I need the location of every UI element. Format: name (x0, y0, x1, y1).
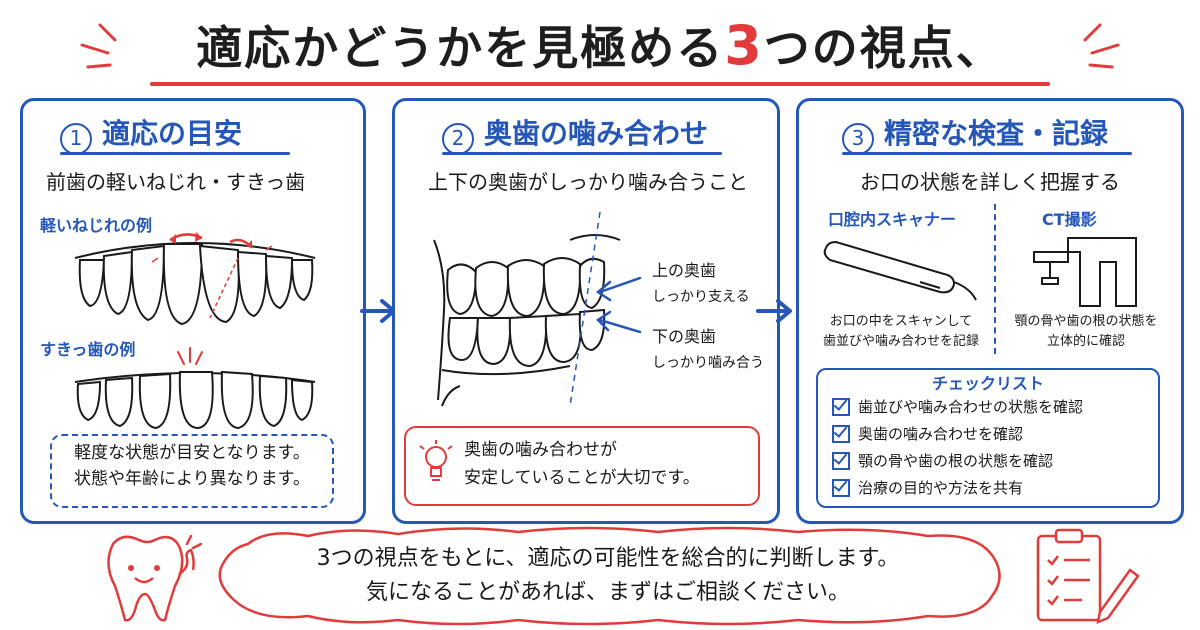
ct-desc-line2: 立体的に確認 (1046, 334, 1125, 349)
cloud-speech-bubble (218, 526, 1001, 626)
panel-2-tip (404, 426, 760, 506)
checkbox-checked-icon (832, 478, 850, 497)
footer-message: 3つの視点をもとに、適応の可能性を総合的に判断します。 気になることがあれば、ま… (208, 542, 1008, 610)
panel-1-note-line2: 状態や年齢により異なります。 (74, 469, 310, 489)
ct-desc: 顎の骨や歯の根の状態を 立体的に確認 (998, 312, 1174, 352)
checklist-item: 歯並びや噛み合わせの状態を確認 (832, 394, 1083, 421)
gap-teeth-illustration (74, 370, 316, 430)
panel-3-header: 3 精密な検査・記録 (842, 112, 1108, 155)
panel-2-number: 2 (442, 122, 474, 155)
title-main: 適応かどうかを見極める (196, 21, 725, 75)
checklist-box (816, 368, 1160, 508)
panel-3 (796, 98, 1184, 524)
upper-pointer-arrow-icon (595, 276, 642, 334)
lower-molar-label-line1: 下の奥歯 (652, 327, 717, 346)
ct-desc-line1: 顎の骨や歯の根の状態を (1014, 314, 1158, 329)
checkbox-checked-icon (832, 397, 850, 416)
panel-1-header: 1 適応の目安 (60, 112, 242, 155)
title-rest: つの視点、 (763, 21, 1004, 75)
checklist-item: 治療の目的や方法を共有 (832, 475, 1083, 502)
checklist: 歯並びや噛み合わせの状態を確認 奥歯の噛み合わせを確認 顎の骨や歯の根の状態を確… (832, 394, 1083, 502)
checklist-item-label: 顎の骨や歯の根の状態を確認 (858, 452, 1054, 470)
scanner-desc-line1: お口の中をスキャンして (829, 314, 973, 329)
panel-1-example1-label: 軽いねじれの例 (40, 216, 153, 235)
panel-1-title: 適応の目安 (102, 117, 243, 150)
panel-1-example2-label: すきっ歯の例 (40, 340, 136, 359)
panel-1-subtitle: 前歯の軽いねじれ・すきっ歯 (46, 170, 306, 194)
panel-2-title-underline (442, 152, 722, 155)
panel-1-number: 1 (60, 122, 92, 155)
twisted-teeth-illustration (74, 232, 316, 326)
upper-molar-label: 上の奥歯 しっかり支える (652, 258, 750, 310)
panel-2-tip-text: 奥歯の噛み合わせが 安定していることが大切です。 (464, 436, 700, 492)
lightbulb-icon (419, 440, 453, 481)
lower-molar-label-line2: しっかり噛み合う (652, 355, 764, 371)
panel-2-tip-line2: 安定していることが大切です。 (464, 468, 700, 488)
molars-side-view-illustration (433, 211, 621, 407)
checklist-title: チェックリスト (931, 374, 1044, 393)
title-accent: 3 (724, 14, 764, 77)
scanner-desc-line2: 歯並びや噛み合わせを記録 (822, 334, 979, 349)
panel-1-note: 軽度な状態が目安となります。 状態や年齢により異なります。 (50, 434, 334, 508)
upper-molar-label-line2: しっかり支える (652, 289, 750, 305)
arrow-right-icon-2 (756, 299, 792, 323)
panel-3-title-underline (842, 152, 1132, 155)
panel-1-note-line1: 軽度な状態が目安となります。 (74, 443, 310, 463)
checklist-item-label: 歯並びや噛み合わせの状態を確認 (858, 398, 1084, 416)
panel-3-divider (994, 204, 996, 354)
panel-2-header: 2 奥歯の噛み合わせ (442, 112, 708, 155)
ct-title: CT撮影 (1042, 210, 1097, 229)
checkbox-checked-icon (832, 451, 850, 470)
footer-line1: 3つの視点をもとに、適応の可能性を総合的に判断します。 (316, 546, 900, 571)
panel-2-tip-line1: 奥歯の噛み合わせが (464, 440, 617, 460)
checkbox-checked-icon (832, 424, 850, 443)
panel-2-subtitle: 上下の奥歯がしっかり噛み合うこと (428, 170, 748, 194)
panel-3-subtitle: お口の状態を詳しく把握する (860, 170, 1120, 194)
scanner-title: 口腔内スキャナー (828, 210, 957, 229)
upper-molar-label-line1: 上の奥歯 (652, 261, 717, 280)
tooth-mascot-icon (107, 534, 203, 622)
spacing-accent-icon (177, 347, 203, 365)
scanner-desc: お口の中をスキャンして 歯並びや噛み合わせを記録 (808, 312, 994, 352)
lower-molar-label: 下の奥歯 しっかり噛み合う (652, 324, 764, 376)
sparkle-left-icon (80, 23, 117, 69)
checklist-item-label: 奥歯の噛み合わせを確認 (858, 425, 1024, 443)
footer-line2: 気になることがあれば、まずはご相談ください。 (365, 580, 850, 605)
panel-1-title-underline (60, 152, 290, 155)
title-underline (150, 82, 1050, 86)
clipboard-checklist-icon (1036, 528, 1140, 625)
ct-scanner-icon (1033, 237, 1137, 307)
checklist-item: 奥歯の噛み合わせを確認 (832, 421, 1083, 448)
panel-2-title: 奥歯の噛み合わせ (484, 117, 709, 150)
panel-3-number: 3 (842, 122, 874, 155)
page-title: 適応かどうかを見極める3つの視点、 (0, 12, 1200, 78)
intraoral-scanner-icon (823, 240, 977, 301)
checklist-item-label: 治療の目的や方法を共有 (858, 479, 1024, 497)
sparkle-right-icon (1083, 23, 1120, 69)
panel-3-title: 精密な検査・記録 (884, 117, 1109, 150)
checklist-item: 顎の骨や歯の根の状態を確認 (832, 448, 1083, 475)
